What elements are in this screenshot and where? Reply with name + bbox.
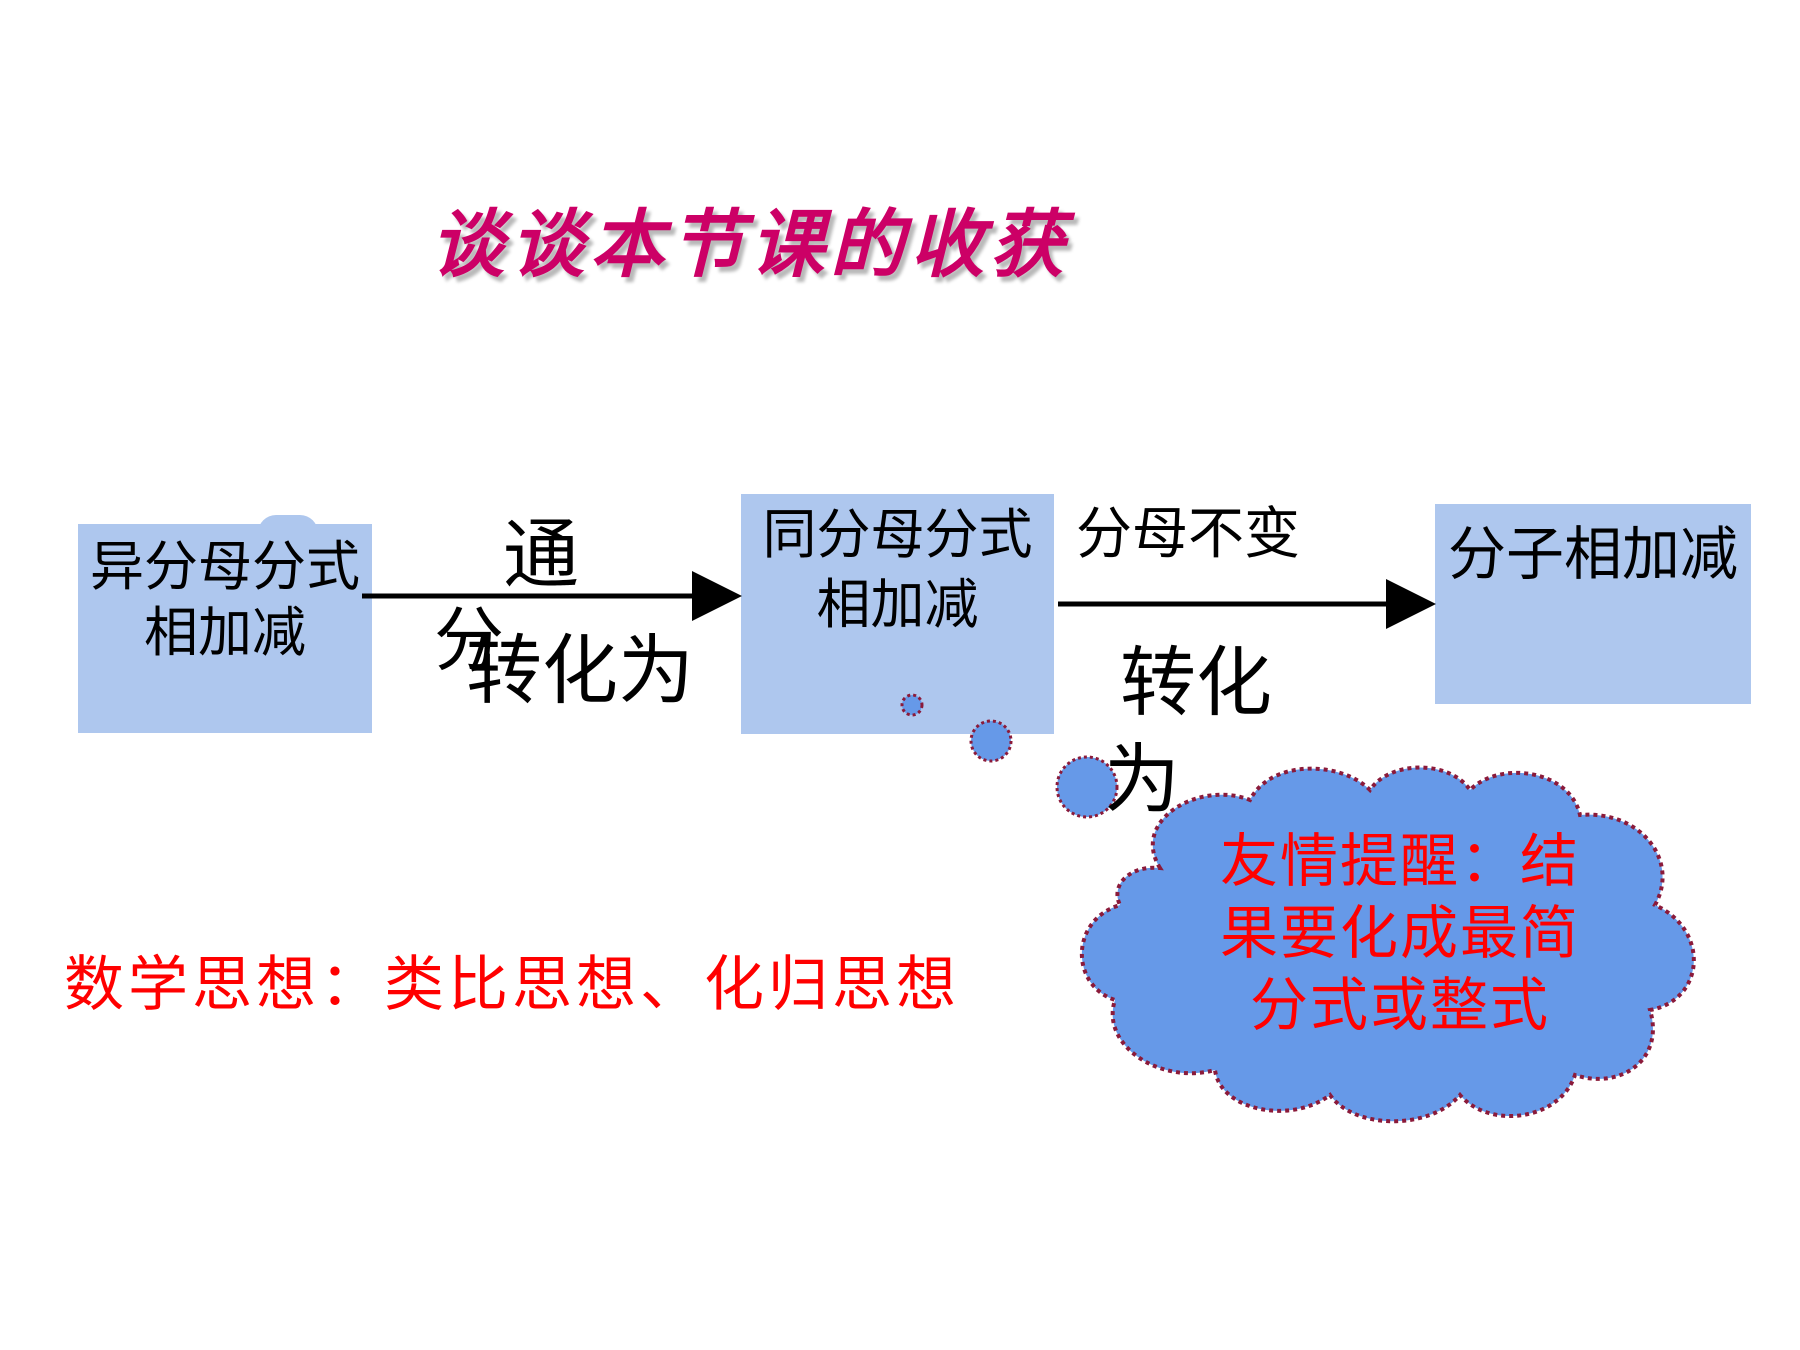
reminder-cloud xyxy=(1079,765,1696,1124)
page-title: 谈谈本节课的收获 xyxy=(430,202,1070,288)
like-denominator-label: 同分母分式相加减 xyxy=(762,503,1033,636)
thought-bubble-large xyxy=(1055,755,1119,819)
denominator-unchanged-label: 分母不变 xyxy=(1076,502,1300,567)
reminder-line-2: 果要化成最简 xyxy=(1219,899,1580,967)
convert-label-2a: 转化 xyxy=(1120,638,1272,727)
unlike-denominator-box: 异分母分式相加减 xyxy=(78,524,372,733)
like-denominator-box: 同分母分式相加减 xyxy=(741,494,1054,734)
numerator-add-label: 分子相加减 xyxy=(1447,520,1738,588)
tong-label: 通 xyxy=(503,510,579,599)
fen-label: 分 xyxy=(434,599,504,681)
reminder-text: 友情提醒：结 果要化成最简 分式或整式 xyxy=(1180,825,1620,1041)
convert-label-1: 转化为 xyxy=(466,626,694,715)
numerator-add-box: 分子相加减 xyxy=(1435,504,1751,704)
thought-bubble-medium xyxy=(969,719,1013,763)
reminder-line-3: 分式或整式 xyxy=(1249,971,1550,1039)
math-idea-text: 数学思想：类比思想、化归思想 xyxy=(64,950,960,1020)
reminder-line-1: 友情提醒：结 xyxy=(1219,827,1580,895)
thought-bubble-small xyxy=(900,693,924,717)
unlike-denominator-label: 异分母分式相加减 xyxy=(90,535,360,664)
convert-label-2b: 为 xyxy=(1104,735,1180,824)
